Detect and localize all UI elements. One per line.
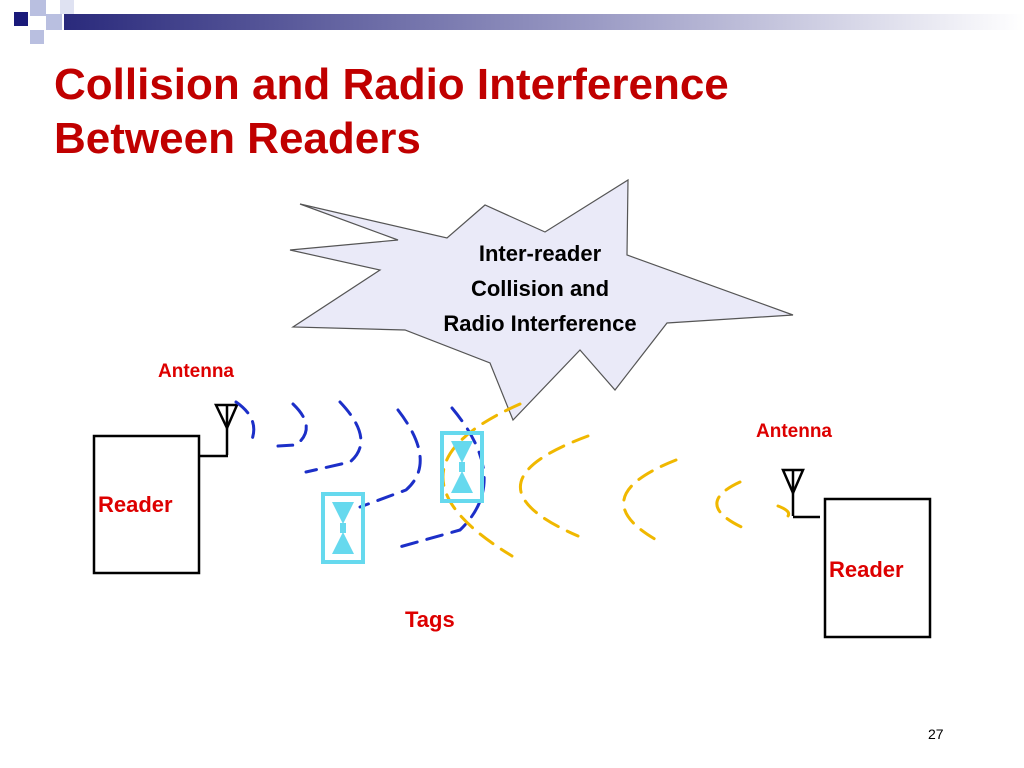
callout-line-1: Inter-reader	[478, 241, 602, 266]
radio-waves-right	[441, 402, 791, 558]
page-number: 27	[928, 726, 944, 742]
callout-line-3: Radio Interference	[443, 311, 637, 336]
header-gradient-bar	[64, 14, 1024, 30]
slide-title: Collision and Radio Interference Between…	[54, 58, 954, 166]
reader-box-right	[823, 497, 932, 639]
callout-line-2: Collision and	[470, 276, 610, 301]
antenna-left	[199, 403, 239, 458]
interference-starburst	[289, 178, 794, 422]
reader-interference-diagram	[92, 178, 932, 639]
rfid-tag-1	[321, 492, 365, 564]
antenna-label-left: Antenna	[158, 361, 234, 382]
reader-box-left	[92, 434, 201, 575]
slide-title-line-2: Between Readers	[54, 114, 421, 163]
reader-label-right: Reader	[829, 557, 904, 582]
interference-callout-text: Inter-reader Collision and Radio Interfe…	[400, 236, 680, 341]
header-squares-decoration	[14, 0, 74, 44]
antenna-label-right: Antenna	[756, 421, 832, 442]
tags-label: Tags	[405, 607, 455, 632]
radio-waves-left	[234, 400, 486, 550]
antenna-right	[781, 468, 820, 519]
reader-label-left: Reader	[98, 492, 173, 517]
rfid-tag-2	[440, 431, 484, 503]
slide-title-line-1: Collision and Radio Interference	[54, 60, 729, 109]
